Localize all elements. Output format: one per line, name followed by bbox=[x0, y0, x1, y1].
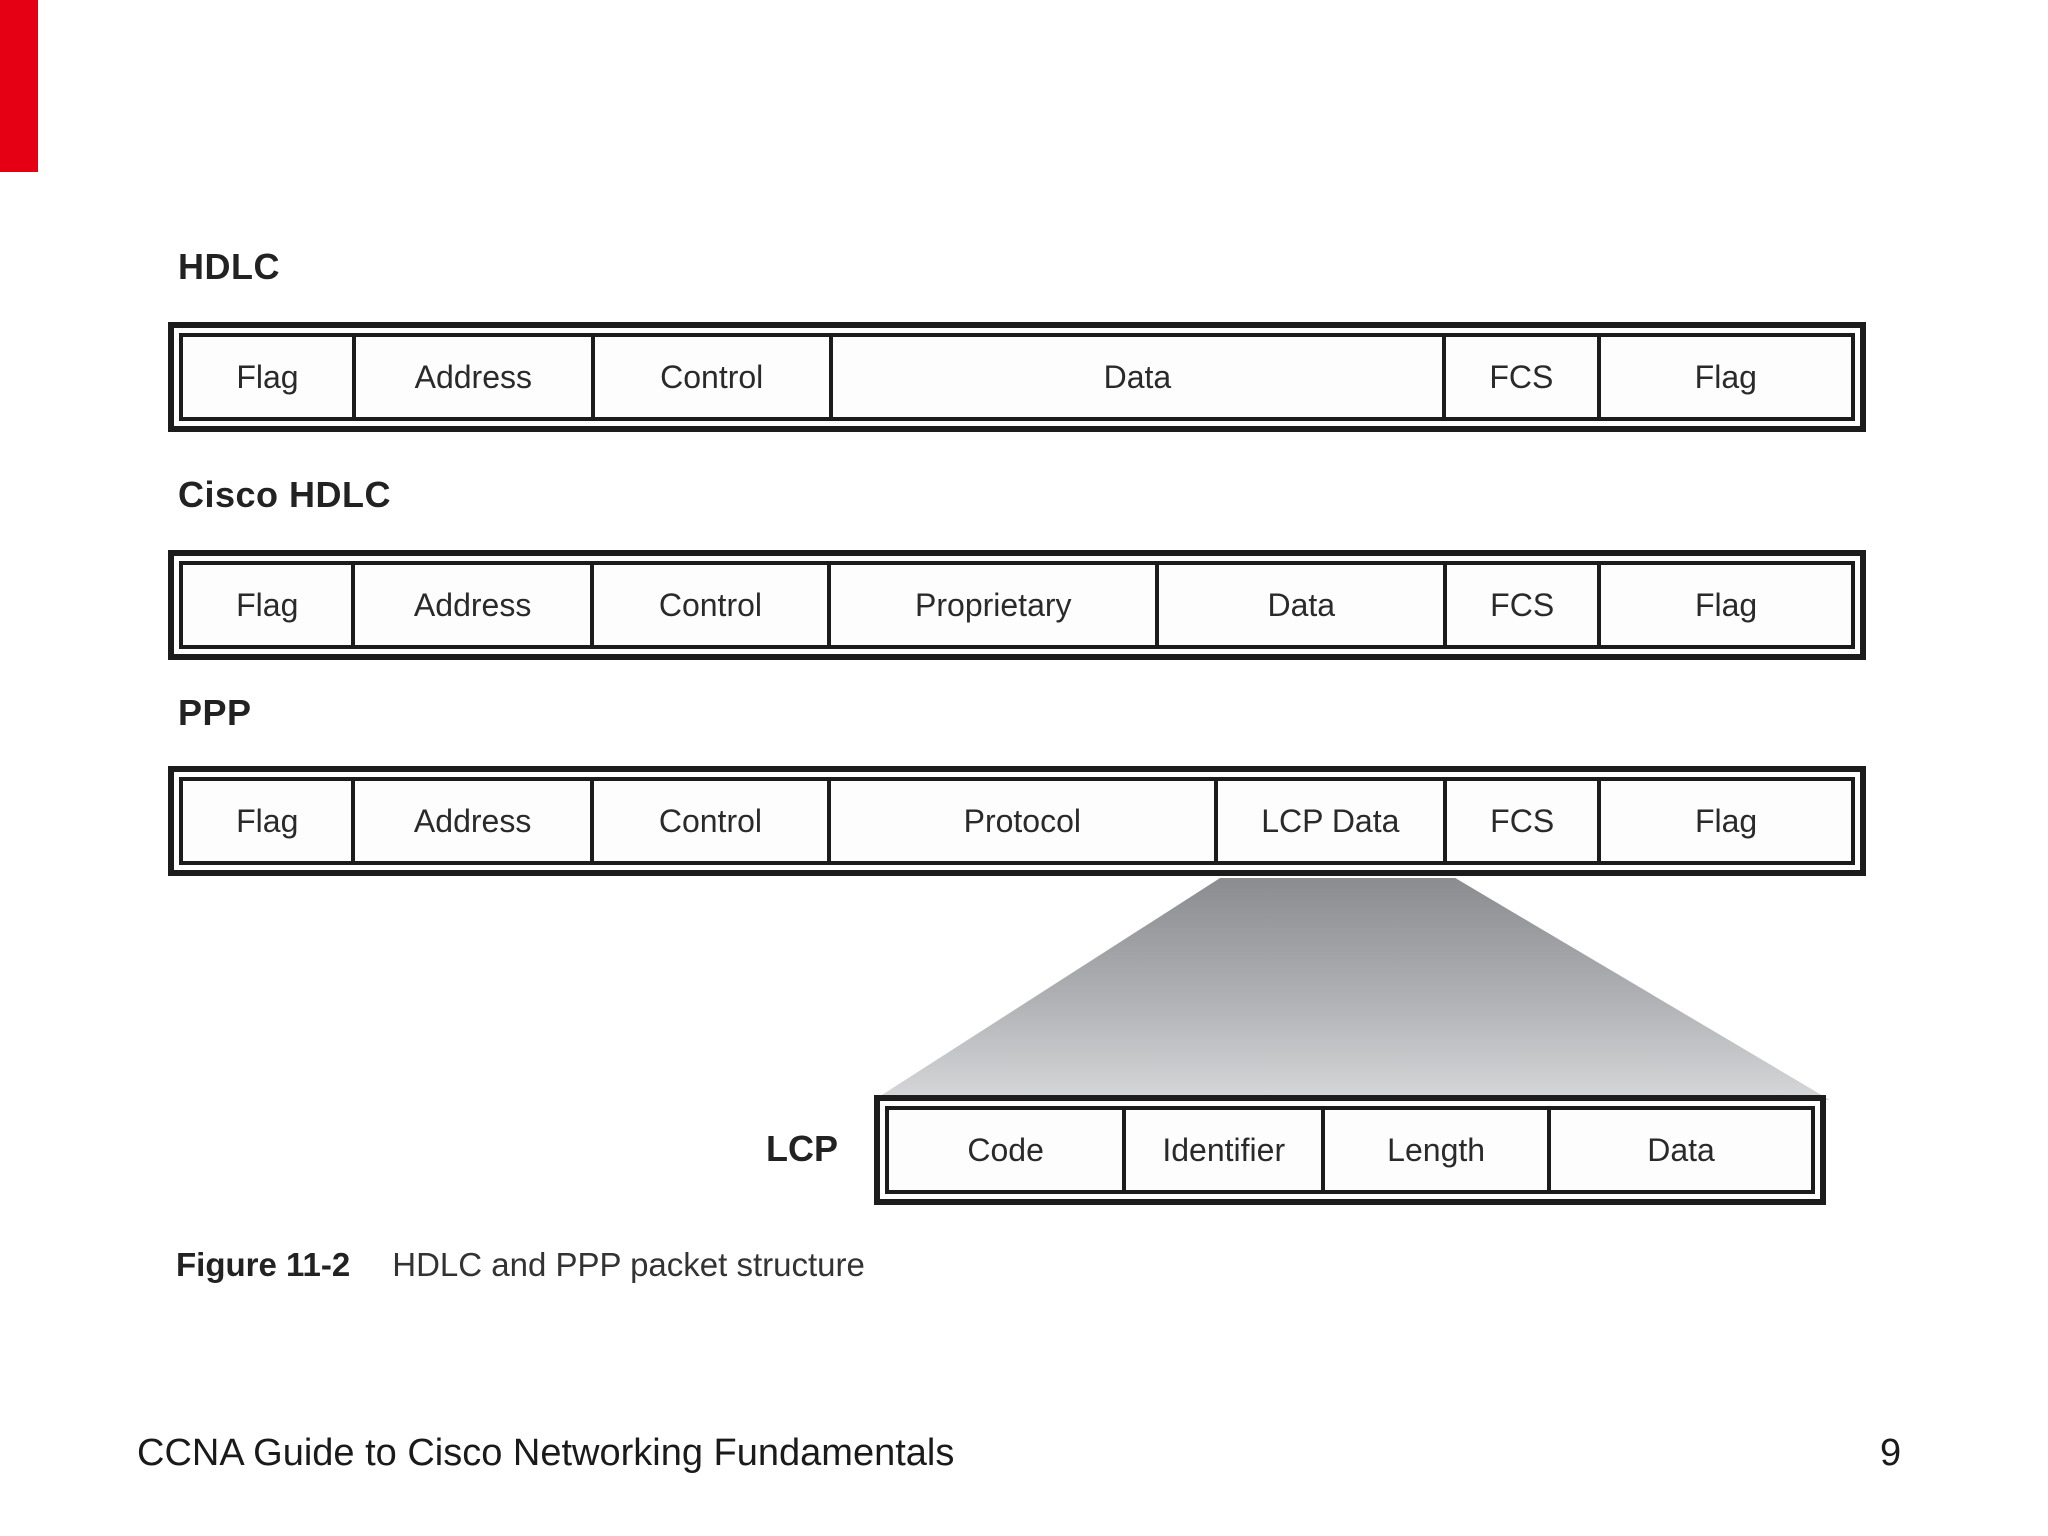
cell-label: Proprietary bbox=[915, 586, 1072, 623]
hdlc-cell-address: Address bbox=[351, 333, 595, 421]
cell-label: Address bbox=[414, 358, 532, 395]
cell-label: FCS bbox=[1490, 802, 1555, 839]
cell-label: Control bbox=[660, 358, 764, 395]
cell-label: Flag bbox=[236, 586, 299, 623]
cisco-cell-flag-end: Flag bbox=[1597, 561, 1855, 649]
hdlc-heading: HDLC bbox=[178, 246, 280, 287]
cell-label: Flag bbox=[1694, 586, 1758, 623]
cell-label: Data bbox=[1647, 1131, 1715, 1168]
figure-caption-number: Figure 11-2 bbox=[176, 1246, 351, 1283]
hdlc-cell-fcs: FCS bbox=[1442, 333, 1601, 421]
cell-label: Flag bbox=[236, 802, 299, 839]
cell-label: FCS bbox=[1489, 358, 1554, 395]
ppp-cell-control: Control bbox=[589, 777, 832, 865]
figure-caption-text: HDLC and PPP packet structure bbox=[392, 1246, 865, 1283]
hdlc-cell-control: Control bbox=[590, 333, 833, 421]
cisco-cell-proprietary: Proprietary bbox=[827, 561, 1160, 649]
lcp-cell-code: Code bbox=[885, 1106, 1127, 1194]
footer-book-title: CCNA Guide to Cisco Networking Fundament… bbox=[137, 1432, 955, 1474]
cisco-cell-address: Address bbox=[351, 561, 594, 649]
ppp-cell-flag-start: Flag bbox=[179, 777, 356, 865]
ppp-cell-address: Address bbox=[351, 777, 594, 865]
ppp-cell-protocol: Protocol bbox=[827, 777, 1218, 865]
ppp-cell-lcp-data: LCP Data bbox=[1213, 777, 1448, 865]
cell-label: Flag bbox=[1694, 802, 1758, 839]
cell-label: Data bbox=[1267, 586, 1336, 623]
cell-label: Flag bbox=[1694, 358, 1757, 395]
lcp-cell-data: Data bbox=[1547, 1106, 1815, 1194]
cell-label: LCP Data bbox=[1261, 802, 1400, 839]
cell-label: Identifier bbox=[1162, 1131, 1286, 1168]
ppp-frame-row: Flag Address Control Protocol LCP Data F… bbox=[168, 766, 1866, 876]
lcp-cell-identifier: Identifier bbox=[1122, 1106, 1326, 1194]
ppp-cell-fcs: FCS bbox=[1443, 777, 1602, 865]
hdlc-cell-flag-start: Flag bbox=[179, 333, 356, 421]
slide-accent-bar bbox=[0, 0, 38, 172]
hdlc-frame-row: Flag Address Control Data FCS Flag bbox=[168, 322, 1866, 432]
cell-label: FCS bbox=[1490, 586, 1555, 623]
ppp-heading: PPP bbox=[178, 692, 252, 733]
cell-label: Protocol bbox=[963, 802, 1081, 839]
cisco-hdlc-heading: Cisco HDLC bbox=[178, 474, 392, 515]
footer-page-number: 9 bbox=[1880, 1432, 1902, 1474]
lcp-cell-length: Length bbox=[1321, 1106, 1551, 1194]
cell-label: Length bbox=[1387, 1131, 1486, 1168]
cell-label: Address bbox=[413, 802, 532, 839]
cisco-cell-fcs: FCS bbox=[1443, 561, 1602, 649]
ppp-cell-flag-end: Flag bbox=[1597, 777, 1855, 865]
cell-label: Control bbox=[658, 802, 762, 839]
cisco-cell-flag-start: Flag bbox=[179, 561, 356, 649]
cisco-cell-data: Data bbox=[1155, 561, 1448, 649]
cell-label: Data bbox=[1103, 358, 1172, 395]
figure-caption: Figure 11-2 HDLC and PPP packet structure bbox=[176, 1246, 865, 1284]
cell-label: Flag bbox=[236, 358, 299, 395]
hdlc-cell-data: Data bbox=[828, 333, 1447, 421]
cell-label: Address bbox=[413, 586, 532, 623]
hdlc-cell-flag-end: Flag bbox=[1596, 333, 1855, 421]
cell-label: Control bbox=[658, 586, 762, 623]
cell-label: Code bbox=[967, 1131, 1044, 1168]
lcp-zoom-cone bbox=[874, 878, 1830, 1100]
cisco-hdlc-frame-row: Flag Address Control Proprietary Data FC… bbox=[168, 550, 1866, 660]
cisco-cell-control: Control bbox=[589, 561, 832, 649]
lcp-row-label: LCP bbox=[766, 1128, 838, 1169]
lcp-frame-row: Code Identifier Length Data bbox=[874, 1095, 1826, 1205]
